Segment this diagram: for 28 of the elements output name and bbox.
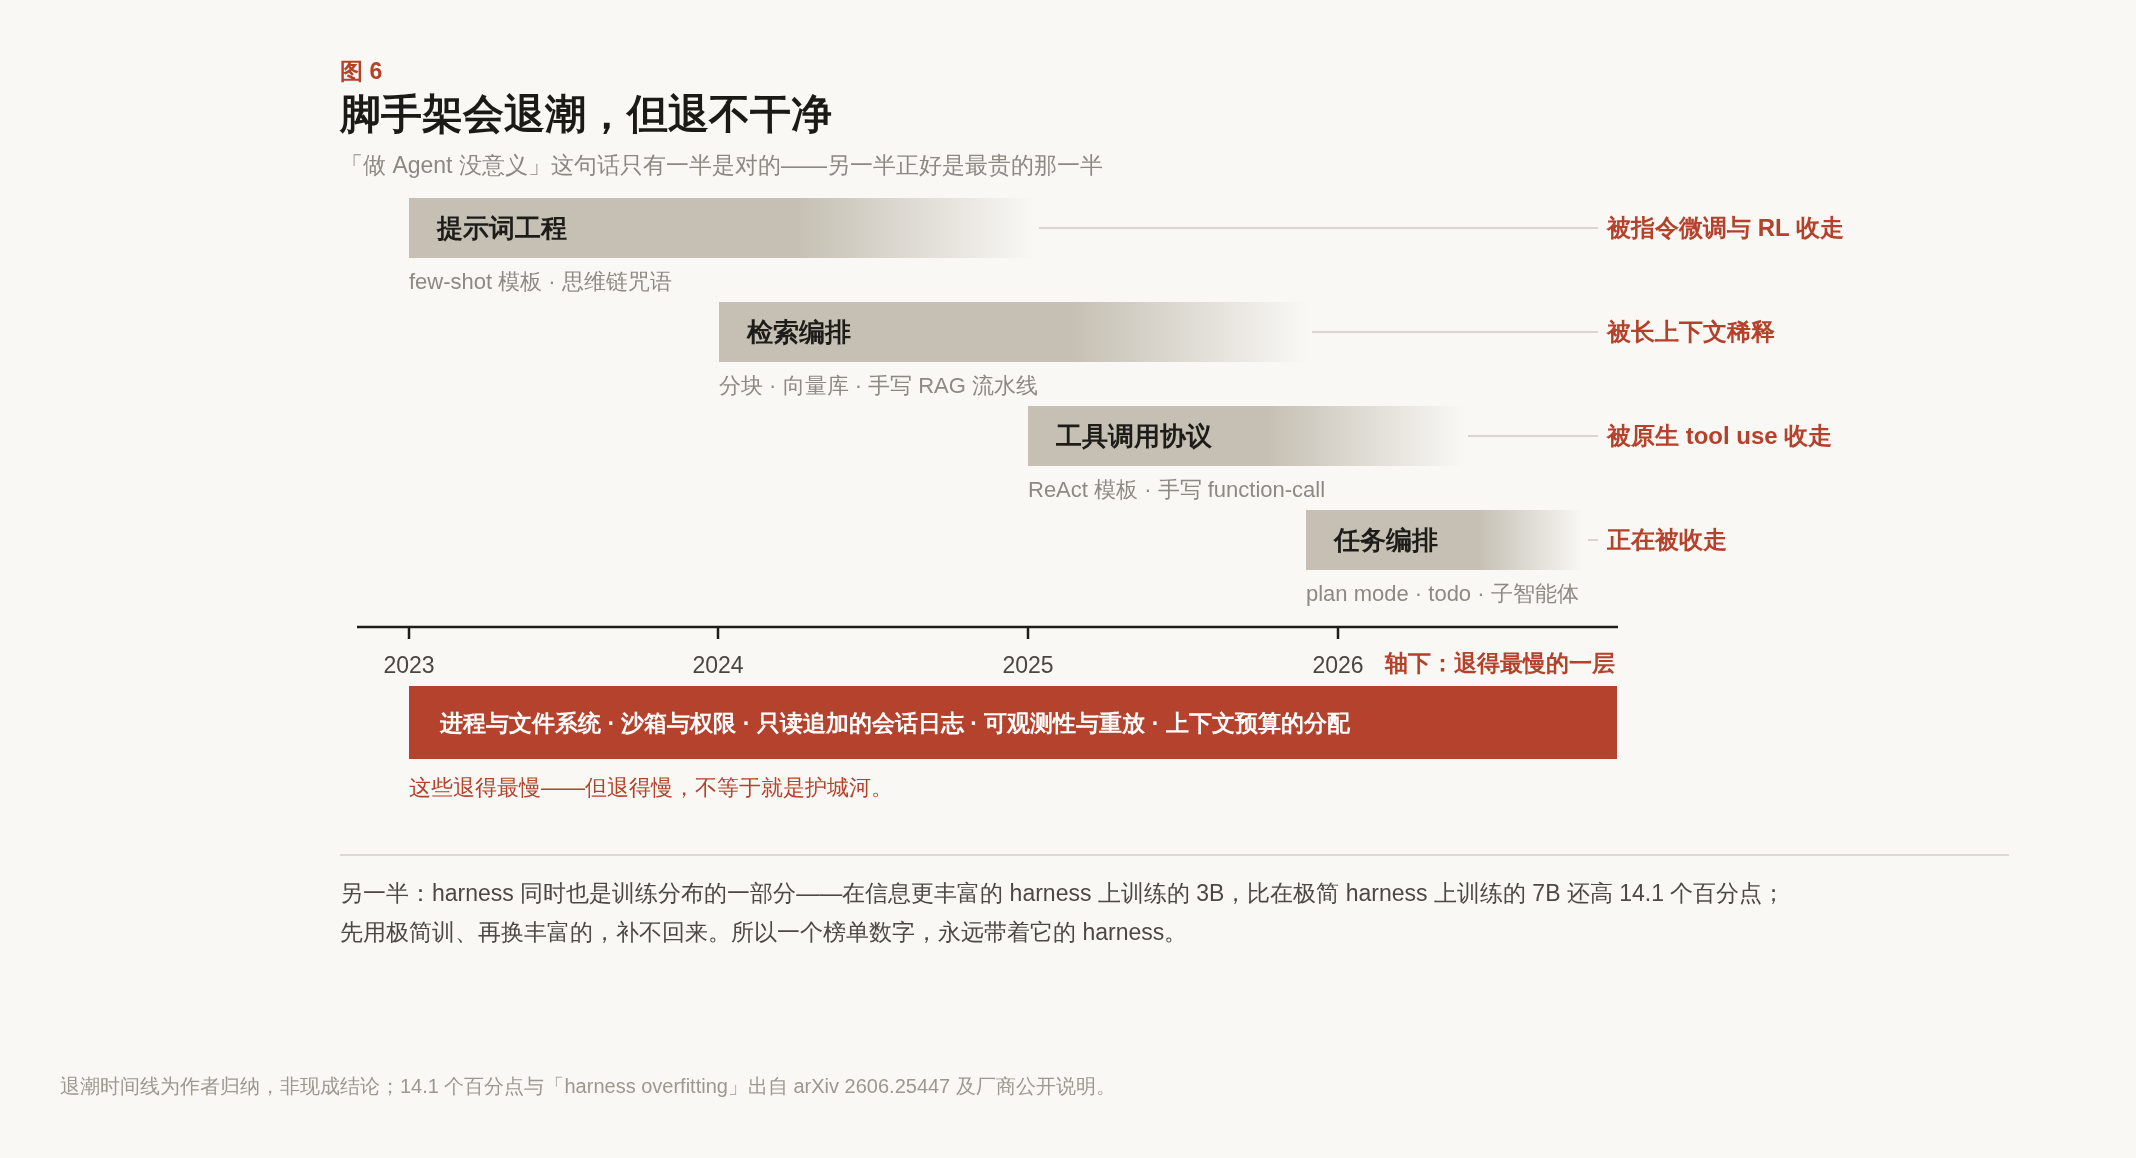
figure-title: 脚手架会退潮，但退不干净: [340, 90, 832, 139]
foundation-bar: [409, 686, 1617, 759]
subtitle: 「做 Agent 没意义」这句话只有一半是对的——另一半正好是最贵的那一半: [340, 151, 1103, 180]
layer-name: 检索编排: [747, 316, 851, 348]
year-label: 2024: [692, 651, 744, 679]
body-paragraph: 另一半：harness 同时也是训练分布的一部分——在信息更丰富的 harness 上训练的 3B，比在极简 harness 上训练的 7B 还高 14.1 个百分点；先用极简训、再换丰富的，补不回来。所以一个榜单数字，永远带着它的 harness。: [340, 879, 1787, 947]
figure-number: 图 6: [340, 57, 383, 85]
year-label: 2025: [1002, 651, 1054, 679]
outcome-label: 被指令微调与 RL 收走: [1607, 213, 1844, 243]
layer-examples: 分块 · 向量库 · 手写 RAG 流水线: [719, 372, 1038, 400]
foundation-note: 这些退得最慢——但退得慢，不等于就是护城河。: [409, 774, 893, 802]
connector-line: [1311, 331, 1599, 333]
outcome-label: 被原生 tool use 收走: [1607, 421, 1833, 451]
outcome-label: 被长上下文稀释: [1607, 317, 1775, 347]
year-label: 2023: [383, 651, 435, 679]
layer-examples: plan mode · todo · 子智能体: [1306, 580, 1579, 608]
outcome-label: 正在被收走: [1607, 525, 1727, 555]
layer-name: 提示词工程: [437, 212, 567, 244]
layer-name: 任务编排: [1334, 524, 1438, 556]
connector-line: [1467, 435, 1599, 437]
footnote: 退潮时间线为作者归纳，非现成结论；14.1 个百分点与「harness overfitting」出自 arXiv 2606.25447 及厂商公开说明。: [60, 1074, 1116, 1099]
layer-examples: few-shot 模板 · 思维链咒语: [409, 268, 672, 296]
foundation-items: 进程与文件系统 · 沙箱与权限 · 只读追加的会话日志 · 可观测性与重放 · 上下文预算的分配: [440, 708, 1350, 738]
year-label: 2026: [1312, 651, 1364, 679]
layer-name: 工具调用协议: [1056, 420, 1212, 452]
connector-line: [1038, 227, 1599, 229]
layer-examples: ReAct 模板 · 手写 function-call: [1028, 476, 1326, 504]
connector-line: [1587, 539, 1599, 541]
